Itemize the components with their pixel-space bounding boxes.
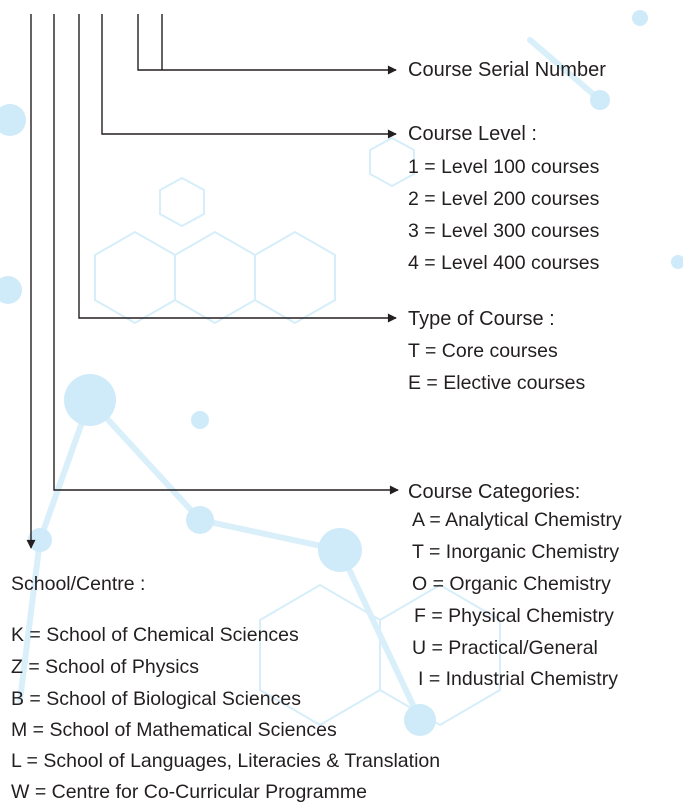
- level-connector: [101, 14, 397, 139]
- atom-circle: [64, 374, 116, 426]
- school-item: L = School of Languages, Literacies & Tr…: [11, 750, 441, 772]
- school-item: Z = School of Physics: [11, 656, 200, 678]
- category-item: F = Physical Chemistry: [414, 605, 614, 627]
- school-item: K = School of Chemical Sciences: [11, 624, 299, 646]
- course-level-label: Course Level :: [408, 123, 537, 145]
- category-item: T = Inorganic Chemistry: [412, 541, 620, 563]
- hexagon-shape: [379, 583, 501, 727]
- course-categories-label: Course Categories:: [408, 481, 581, 503]
- atom-circle: [404, 704, 436, 736]
- categories-connector: [53, 14, 399, 495]
- school-item: W = Centre for Co-Curricular Programme: [11, 781, 367, 803]
- atom-circle: [191, 411, 209, 429]
- atom-circle: [671, 255, 683, 269]
- type-item: E = Elective courses: [408, 372, 586, 394]
- type-connector: [78, 14, 397, 323]
- school-item: B = School of Biological Sciences: [11, 688, 301, 710]
- course-serial-number-label: Course Serial Number: [408, 59, 606, 81]
- school-item: M = School of Mathematical Sciences: [11, 719, 337, 741]
- hexagon-shape: [254, 230, 336, 325]
- level-item: 2 = Level 200 courses: [408, 188, 600, 210]
- level-item: 4 = Level 400 courses: [408, 252, 600, 274]
- level-item: 3 = Level 300 courses: [408, 220, 600, 242]
- type-of-course-label: Type of Course :: [408, 308, 555, 330]
- atom-circle: [186, 506, 214, 534]
- category-item: U = Practical/General: [412, 637, 598, 659]
- school-centre-label: School/Centre :: [11, 573, 146, 595]
- category-item: A = Analytical Chemistry: [412, 509, 622, 531]
- type-item: T = Core courses: [408, 340, 558, 362]
- atom-circle: [0, 276, 22, 304]
- category-item: I = Industrial Chemistry: [418, 668, 618, 690]
- atom-circle: [632, 10, 648, 26]
- atom-circle: [318, 528, 362, 572]
- hexagon-shape: [159, 176, 205, 228]
- atom-circle: [590, 90, 610, 110]
- atom-circle: [0, 104, 26, 136]
- category-item: O = Organic Chemistry: [412, 573, 611, 595]
- serial-connector: [137, 14, 397, 75]
- level-item: 1 = Level 100 courses: [408, 156, 600, 178]
